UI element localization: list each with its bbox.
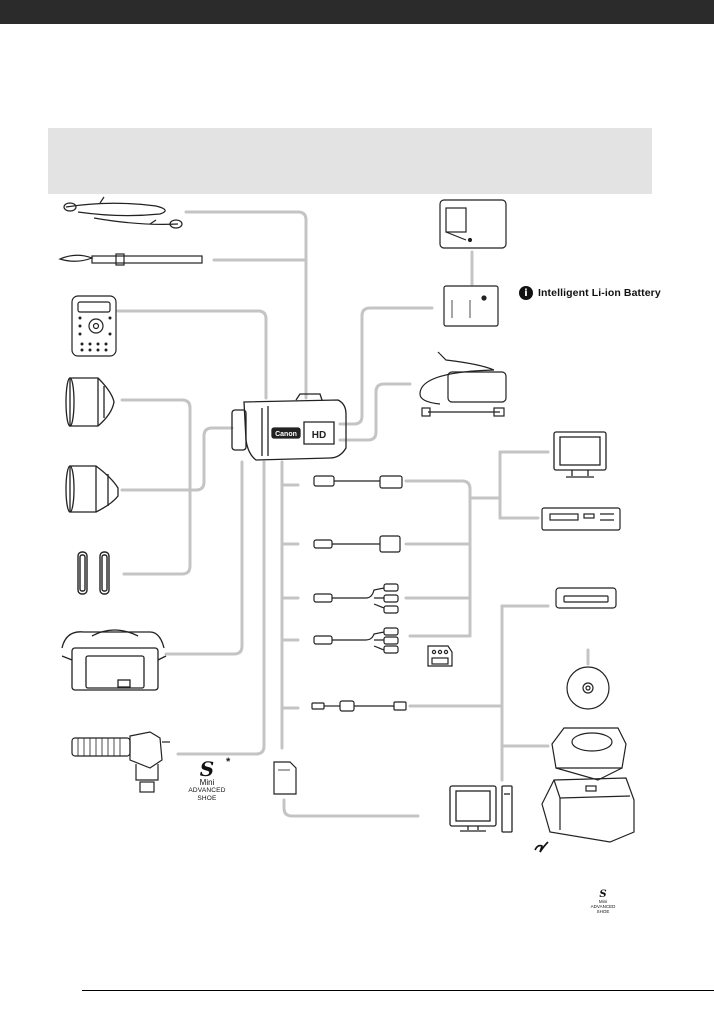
info-icon: i	[519, 286, 533, 300]
dvd-disc-icon	[566, 666, 610, 710]
camera-brand-text: Canon	[275, 431, 297, 438]
memory-card-icon	[273, 761, 297, 795]
hdmi-cable-icon	[313, 475, 403, 489]
battery-pack-icon	[443, 285, 499, 327]
soft-carrying-case-icon	[61, 629, 167, 691]
scart-adapter-icon	[427, 645, 453, 667]
mini-advanced-shoe-logo-small: S Mini ADVANCED SHOE	[590, 889, 616, 915]
tv-icon	[553, 431, 607, 478]
card-printer-icon	[551, 727, 627, 781]
intelligent-li-ion-battery-label: i Intelligent Li-ion Battery	[519, 284, 661, 302]
shoe-logo-small-text: ADVANCED SHOE	[590, 904, 616, 914]
hd-mark: HD	[312, 430, 326, 441]
title-band	[48, 128, 652, 194]
shoe-asterisk: *	[226, 756, 231, 768]
compact-power-adapter-icon	[419, 351, 507, 417]
remote-controller-icon	[71, 295, 117, 357]
surround-microphone-icon	[71, 731, 170, 793]
usb-cable-icon	[311, 700, 407, 712]
header-bar	[0, 0, 714, 24]
shoe-logo-small-mark: S	[599, 889, 607, 900]
li-ion-label-text: Intelligent Li-ion Battery	[538, 287, 661, 299]
vcr-icon	[541, 507, 621, 531]
battery-charger-icon	[439, 199, 507, 249]
filter-rings-icon	[77, 551, 110, 595]
av-cable-icon	[313, 627, 399, 654]
stereo-video-cable-icon	[313, 583, 399, 614]
camcorder-icon	[231, 393, 347, 461]
wrist-strap-icon	[58, 253, 203, 266]
photo-printer-icon	[541, 777, 635, 843]
shoe-logo-text: ADVANCED SHOE	[188, 787, 226, 802]
component-cable-icon	[313, 535, 401, 553]
wide-converter-icon	[65, 465, 119, 513]
shoe-logo-mark: S	[199, 757, 215, 781]
dvd-burner-icon	[555, 587, 617, 609]
footer-rule	[82, 990, 714, 991]
connection-lines	[116, 210, 590, 818]
computer-icon	[449, 785, 513, 833]
note-mark-icon	[534, 841, 549, 853]
shoe-logo-mini: Mini	[199, 778, 215, 787]
mini-advanced-shoe-logo: S Mini ADVANCED SHOE *	[178, 756, 236, 803]
shoulder-strap-icon	[63, 196, 183, 229]
tele-converter-icon	[65, 377, 115, 427]
shoe-logo-small-mini: Mini	[598, 899, 608, 904]
